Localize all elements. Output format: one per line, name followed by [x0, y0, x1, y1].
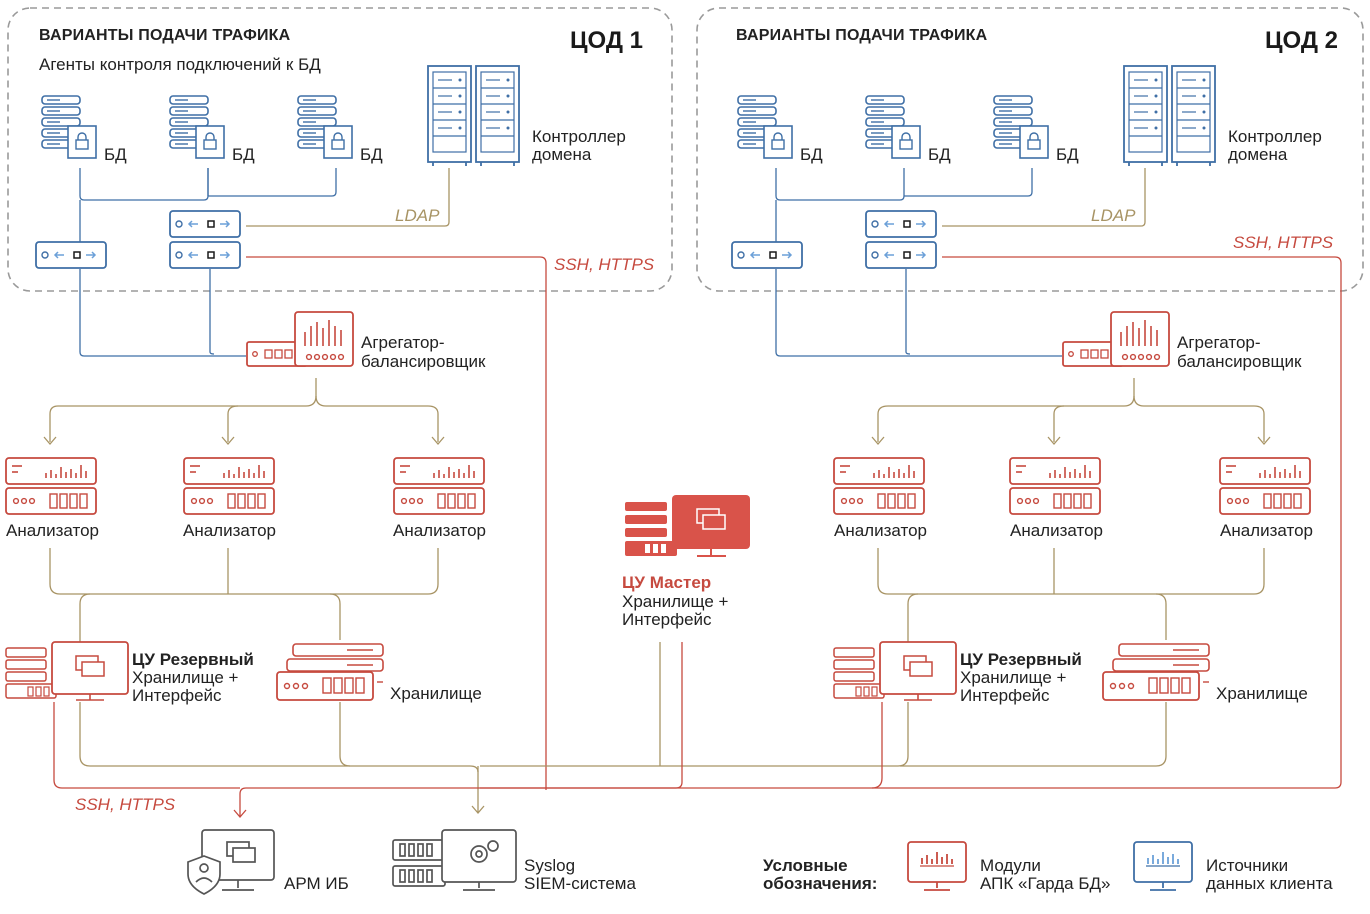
dc1-ldap-link: [246, 168, 450, 227]
dc1-boundary: [7, 7, 673, 292]
reserve-line: Интерфейс: [960, 686, 1050, 705]
reserve-line: Хранилище +: [132, 668, 239, 687]
db-label: БД: [1056, 145, 1079, 164]
db-label: БД: [800, 145, 823, 164]
storage-icon: [1102, 643, 1210, 701]
reserve-title: ЦУ Резервный: [960, 650, 1082, 669]
analyzer-icon: [183, 457, 275, 515]
db-server-icon: [297, 95, 353, 159]
storage-label: Хранилище: [390, 684, 482, 703]
ldap-label: LDAP: [1091, 206, 1136, 225]
storage-icon: [276, 643, 384, 701]
analyzer-label: Анализатор: [1220, 521, 1313, 540]
domain-controller-rack-icon: [475, 65, 520, 167]
dc1-tan-links: [43, 378, 479, 773]
reserve-line: Хранилище +: [960, 668, 1067, 687]
db-label: БД: [104, 145, 127, 164]
dc2-ldap-link: [942, 168, 1146, 227]
ssh-https-label: SSH, HTTPS: [1233, 233, 1334, 252]
master-line: Интерфейс: [622, 610, 712, 629]
ssh-https-label: SSH, HTTPS: [75, 795, 176, 814]
dc2-traffic-title: ВАРИАНТЫ ПОДАЧИ ТРАФИКА: [736, 27, 988, 44]
analyzer-icon: [5, 457, 97, 515]
domain-controller-label: Контроллер: [532, 127, 626, 146]
aggregator-label: Агрегатор-: [361, 333, 445, 352]
db-label: БД: [360, 145, 383, 164]
db-server-icon: [169, 95, 225, 159]
network-switch-icon: [169, 241, 241, 269]
analyzer-label: Анализатор: [834, 521, 927, 540]
analyzer-icon: [1219, 457, 1311, 515]
dc1-agents-label: Агенты контроля подключений к БД: [39, 55, 321, 74]
db-server-icon: [865, 95, 921, 159]
legend-sources-label: данных клиента: [1206, 874, 1333, 893]
security-workstation-icon: [187, 829, 275, 895]
legend-title: обозначения:: [763, 874, 878, 893]
domain-controller-rack-icon: [427, 65, 472, 167]
dc1-ssh-link: [246, 256, 547, 790]
master-management-icon: [625, 495, 750, 557]
reserve-title: ЦУ Резервный: [132, 650, 254, 669]
reserve-management-icon: [5, 641, 129, 701]
db-label: БД: [232, 145, 255, 164]
network-switch-icon: [865, 210, 937, 238]
dc1-blue-links: [79, 168, 337, 357]
analyzer-icon: [833, 457, 925, 515]
domain-controller-rack-icon: [1171, 65, 1216, 167]
db-label: БД: [928, 145, 951, 164]
analyzer-label: Анализатор: [393, 521, 486, 540]
storage-label: Хранилище: [1216, 684, 1308, 703]
aggregator-balancer-icon: [246, 311, 354, 367]
aggregator-label: Агрегатор-: [1177, 333, 1261, 352]
db-server-icon: [41, 95, 97, 159]
network-switch-icon: [35, 241, 107, 269]
dc2-ssh-link: [480, 256, 1342, 789]
network-switch-icon: [169, 210, 241, 238]
legend-modules-icon: [907, 841, 967, 891]
aggregator-balancer-icon: [1062, 311, 1170, 367]
domain-controller-label: домена: [1228, 145, 1288, 164]
legend-sources-label: Источники: [1206, 856, 1289, 875]
siem-label: SIEM-система: [524, 874, 636, 893]
aggregator-label: балансировщик: [1177, 352, 1302, 371]
master-title: ЦУ Мастер: [622, 573, 712, 592]
analyzer-label: Анализатор: [6, 521, 99, 540]
master-line: Хранилище +: [622, 592, 729, 611]
dc2-boundary: [696, 7, 1364, 292]
dc2-blue-links: [775, 168, 1062, 357]
analyzer-label: Анализатор: [1010, 521, 1103, 540]
arm-label: АРМ ИБ: [284, 874, 349, 893]
legend-modules-label: АПК «Гарда БД»: [980, 874, 1111, 893]
dc2-tan-links: [471, 378, 1271, 814]
aggregator-label: балансировщик: [361, 352, 486, 371]
legend-modules-label: Модули: [980, 856, 1041, 875]
analyzer-icon: [1009, 457, 1101, 515]
db-server-icon: [993, 95, 1049, 159]
legend-title: Условные: [763, 856, 848, 875]
syslog-siem-icon: [392, 829, 517, 891]
network-switch-icon: [865, 241, 937, 269]
domain-controller-label: Контроллер: [1228, 127, 1322, 146]
dc2-name: ЦОД 2: [1265, 27, 1338, 54]
domain-controller-rack-icon: [1123, 65, 1168, 167]
syslog-label: Syslog: [524, 856, 576, 875]
db-server-icon: [737, 95, 793, 159]
domain-controller-label: домена: [532, 145, 592, 164]
ssh-https-label: SSH, HTTPS: [554, 255, 655, 274]
dc1-traffic-title: ВАРИАНТЫ ПОДАЧИ ТРАФИКА: [39, 27, 291, 44]
master-links: [53, 642, 883, 818]
dc1-name: ЦОД 1: [570, 27, 643, 54]
reserve-line: Интерфейс: [132, 686, 222, 705]
ldap-label: LDAP: [395, 206, 440, 225]
analyzer-label: Анализатор: [183, 521, 276, 540]
analyzer-icon: [393, 457, 485, 515]
reserve-management-icon: [833, 641, 957, 701]
legend-sources-icon: [1133, 841, 1193, 891]
network-switch-icon: [731, 241, 803, 269]
